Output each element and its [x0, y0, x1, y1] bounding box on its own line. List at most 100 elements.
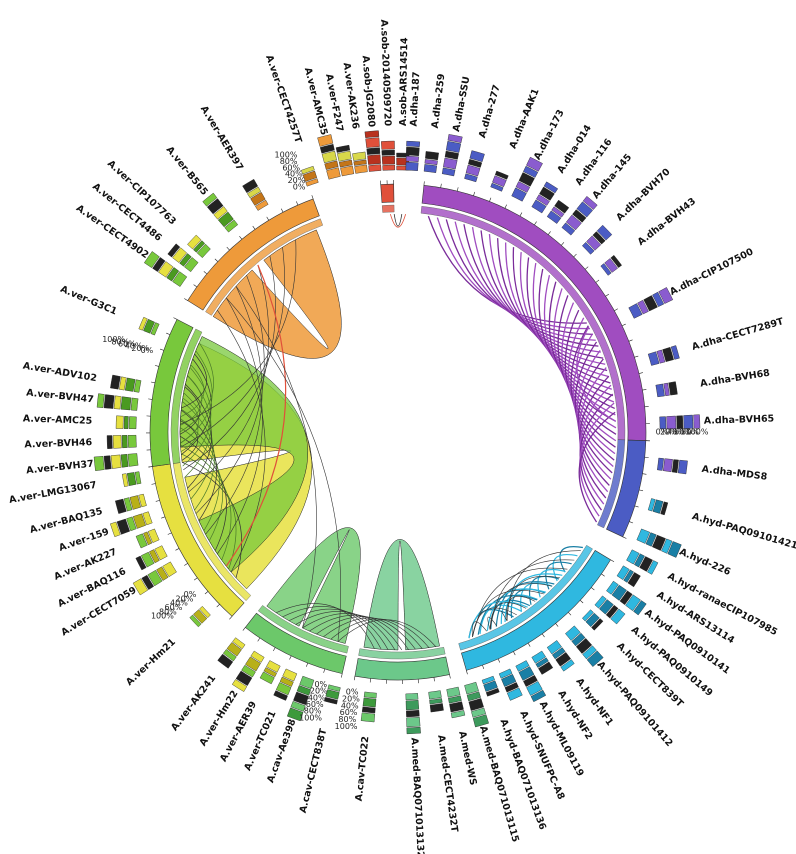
- bar-segment: [354, 164, 368, 174]
- bar-segment: [299, 675, 315, 689]
- bar-segment: [546, 210, 562, 224]
- bar-segment: [660, 501, 669, 516]
- bar-segment: [576, 201, 593, 218]
- tick-mark: [173, 317, 178, 320]
- bar-segment: [619, 590, 633, 605]
- bar-segment: [340, 165, 355, 177]
- link-chord-85: [179, 386, 201, 435]
- bar-segment: [636, 528, 651, 544]
- percent-tick-veronii-yellow: 100%: [151, 612, 174, 621]
- bar-segment: [448, 695, 462, 704]
- bar-segment: [129, 495, 142, 510]
- strain-label: A.med-WS: [456, 730, 478, 786]
- bar-segment: [659, 416, 667, 430]
- link-chord-36: [579, 402, 615, 517]
- tick-mark: [311, 195, 314, 200]
- percent-tick-dhakensis: 40%: [667, 428, 685, 437]
- bar-segment: [143, 318, 155, 334]
- strain-label: A.ver-G3C1: [59, 284, 119, 318]
- bar-segment: [445, 140, 462, 153]
- bar-segment: [606, 580, 619, 595]
- bar-segment: [362, 697, 377, 708]
- link-chord-103: [188, 264, 269, 493]
- percent-tick-veronii-orange: 0%: [293, 183, 306, 192]
- bar-segment: [464, 173, 478, 183]
- link-chord-32: [578, 367, 609, 493]
- tick-mark: [239, 235, 243, 240]
- bar-segment: [132, 513, 146, 529]
- link-chord-63: [472, 607, 517, 637]
- bar-segment: [321, 150, 337, 164]
- bar-segment: [405, 700, 420, 711]
- bar-segment: [591, 618, 604, 631]
- tick-mark: [440, 183, 442, 188]
- tick-mark: [628, 339, 633, 342]
- link-chord-60: [472, 590, 544, 637]
- tick-mark: [642, 473, 647, 475]
- strain-label: A.ver-BVH46: [24, 437, 93, 450]
- bar-segment: [468, 698, 484, 711]
- bar-segment: [325, 689, 340, 700]
- bar-segment: [485, 687, 500, 697]
- bar-segment: [338, 159, 353, 168]
- tick-mark: [584, 266, 589, 270]
- bar-segment: [381, 149, 395, 156]
- bar-segment: [293, 691, 309, 706]
- bar-segment: [133, 379, 142, 393]
- percent-tick-caviae-2: 80%: [338, 715, 356, 724]
- bar-segment: [405, 161, 419, 171]
- bar-segment: [572, 209, 587, 223]
- link-chord-74: [181, 401, 215, 511]
- bar-segment: [368, 164, 382, 172]
- percent-tick-veronii-green: 60%: [118, 339, 136, 348]
- percent-tick-caviae-2: 100%: [335, 722, 358, 731]
- tick-mark: [175, 548, 180, 551]
- percent-tick-caviae-2: 0%: [346, 687, 359, 696]
- tick-mark: [489, 197, 492, 202]
- bar-segment: [150, 322, 160, 336]
- tick-mark: [638, 372, 643, 374]
- bar-segment: [141, 574, 154, 590]
- bar-segment: [324, 697, 338, 705]
- bar-segment: [193, 609, 208, 624]
- bar-segment: [481, 675, 495, 685]
- tick-mark: [148, 466, 153, 468]
- link-chord-70: [179, 435, 227, 551]
- link-chord-35: [579, 393, 614, 511]
- bar-segment: [662, 346, 674, 362]
- link-chord-111: [235, 285, 317, 629]
- sector-sobria-0: [380, 183, 395, 203]
- link-chord-27: [570, 325, 615, 461]
- link-chord-98: [275, 603, 375, 649]
- link-chord-13: [496, 238, 608, 372]
- bar-segment: [447, 134, 463, 144]
- bar-segment: [670, 345, 680, 360]
- bar-segment: [138, 493, 147, 508]
- strain-label: A.dha-MDS8: [701, 464, 768, 483]
- tick-mark: [642, 389, 647, 391]
- bar-segment: [515, 660, 530, 672]
- tick-mark: [561, 242, 565, 246]
- link-chord-66: [471, 621, 487, 637]
- bar-segment: [683, 414, 694, 429]
- link-chord-54: [468, 600, 528, 639]
- link-chord-17: [526, 257, 614, 397]
- strain-label: A.ver-AER397: [198, 104, 245, 173]
- tick-mark: [527, 642, 531, 647]
- tick-mark: [266, 216, 270, 221]
- tick-mark: [155, 500, 160, 502]
- bar-segment: [140, 551, 155, 568]
- tick-mark: [257, 637, 261, 642]
- link-chord-10: [471, 227, 601, 353]
- link-chord-104: [183, 255, 276, 471]
- bar-segment: [582, 609, 594, 622]
- bar-segment: [147, 569, 163, 587]
- bar-segment: [536, 194, 550, 206]
- strain-label: A.dha-AAK1: [508, 87, 542, 150]
- bar-segment: [406, 140, 421, 148]
- bar-segment: [441, 167, 456, 177]
- bar-segment: [324, 160, 339, 170]
- bar-segment: [424, 159, 438, 166]
